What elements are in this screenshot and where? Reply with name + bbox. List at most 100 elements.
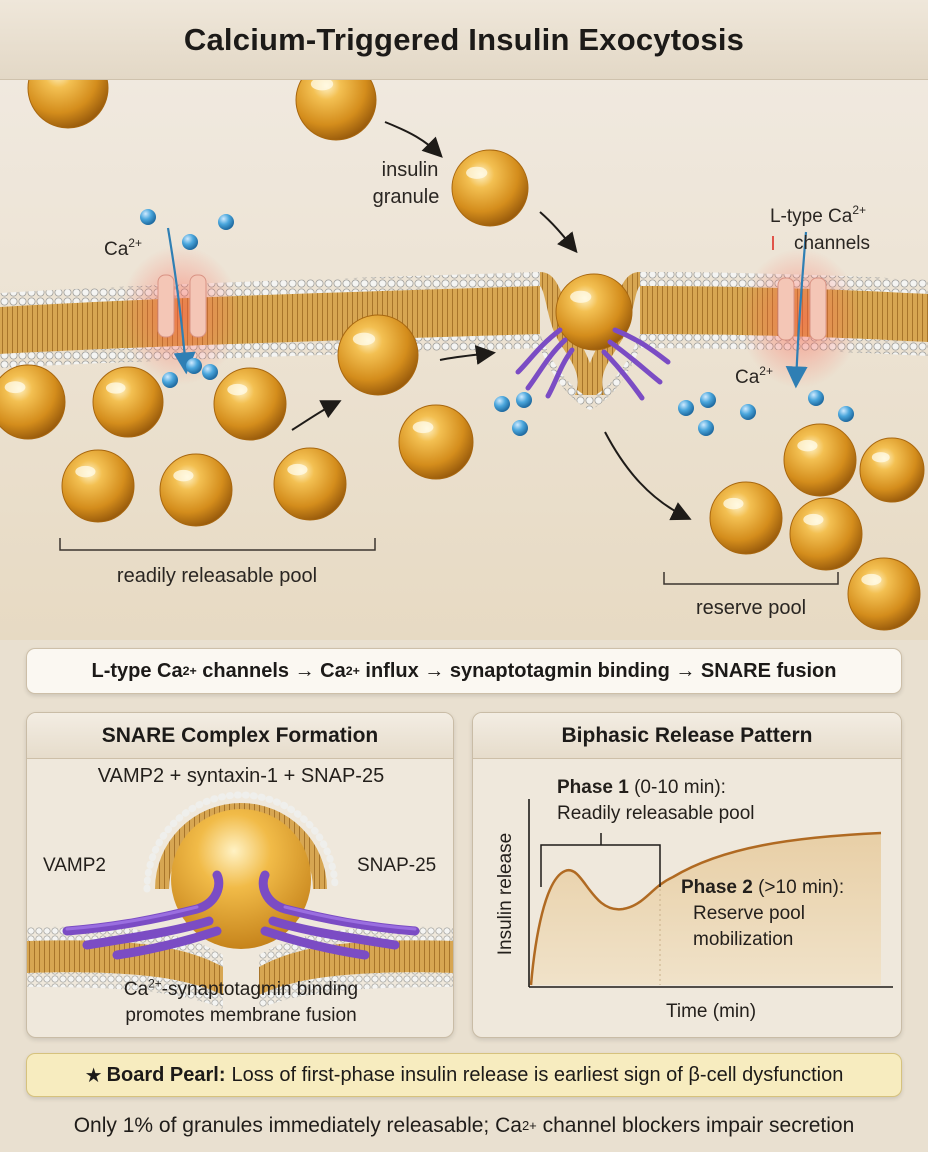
insulin-granule-label-line1: insulin <box>382 159 439 181</box>
footer-text-2: channel blockers impair secretion <box>536 1114 855 1137</box>
insulin-granule <box>92 366 164 438</box>
insulin-granule <box>709 481 783 555</box>
footer-text-1: Only 1% of granules immediately releasab… <box>73 1114 522 1137</box>
pathway-text-3: influx → synaptotagmin binding → SNARE f… <box>359 659 837 682</box>
granule-highlight <box>803 513 824 526</box>
calcium-ion <box>182 234 198 250</box>
granule-highlight <box>466 166 488 179</box>
biphasic-panel: Biphasic Release Pattern Phase 1 (0-10 m… <box>472 712 902 1038</box>
calcium-ion <box>218 214 234 230</box>
pathway-text-2: channels → Ca <box>196 659 346 682</box>
phase2-description-line2: mobilization <box>693 929 794 950</box>
granule-highlight <box>105 382 126 394</box>
calcium-ion <box>494 396 510 412</box>
insulin-granule <box>847 557 921 631</box>
snare-subtitle: VAMP2 + syntaxin-1 + SNAP-25 <box>97 765 385 787</box>
ca-influx-arrow-right <box>785 231 808 389</box>
insulin-granule <box>555 273 633 351</box>
granule-highlight <box>352 332 376 346</box>
insulin-granule <box>295 80 377 141</box>
insulin-granule <box>213 367 287 441</box>
insulin-granule <box>273 447 347 521</box>
reserve-pool-label: reserve pool <box>696 597 806 619</box>
granule-highlight <box>227 383 248 396</box>
phase1-description: Readily releasable pool <box>557 803 755 824</box>
snap25-label: SNAP-25 <box>357 855 437 876</box>
calcium-ions <box>140 209 854 436</box>
release-curve <box>529 831 882 986</box>
phase2-heading: Phase 2 (>10 min): <box>681 877 844 899</box>
calcium-ion <box>202 364 218 380</box>
snare-panel-title: SNARE Complex Formation <box>27 713 453 759</box>
pearl-heading: Board Pearl: <box>106 1063 226 1086</box>
pathway-text-1: L-type Ca <box>91 659 183 682</box>
biphasic-panel-title: Biphasic Release Pattern <box>473 713 901 759</box>
exocytosis-scene: Ca2+ Ca2+ insulin granule L-type Ca2+ ch… <box>0 80 928 640</box>
insulin-granule <box>783 423 857 497</box>
vamp2-label: VAMP2 <box>43 855 107 876</box>
insulin-granule <box>859 437 925 503</box>
phase1-rest: (0-10 min): <box>628 777 726 798</box>
granule-highlight <box>310 80 334 91</box>
calcium-ion <box>740 404 756 420</box>
phase1-heading: Phase 1 (0-10 min): <box>557 777 726 799</box>
caption-ca: Ca <box>123 979 149 1000</box>
phase2-rest: (>10 min): <box>752 877 845 898</box>
granule-highlight <box>287 463 308 476</box>
readily-releasable-pool-label: readily releasable pool <box>117 565 317 587</box>
snare-caption-line2: promotes membrane fusion <box>125 1005 357 1026</box>
phase2-description-line1: Reserve pool <box>693 903 805 924</box>
calcium-ion <box>838 406 854 422</box>
phase2-bold: Phase 2 <box>681 877 753 898</box>
snare-illustration <box>27 791 453 1009</box>
ca-label-left: Ca2+ <box>104 236 142 260</box>
l-type-label-line1: L-type Ca2+ <box>770 203 866 227</box>
phase1-bold: Phase 1 <box>557 777 629 798</box>
granule-highlight <box>797 439 818 452</box>
granule-highlight <box>4 381 26 394</box>
snare-panel: SNARE Complex Formation VAMP2 + syntaxin… <box>26 712 454 1038</box>
insulin-granules <box>0 80 925 631</box>
snare-caption-line1: Ca2+-synaptotagmin binding <box>27 978 453 1001</box>
granule-highlight <box>173 469 194 482</box>
granule-highlight <box>723 497 744 510</box>
calcium-ion <box>700 392 716 408</box>
release-area <box>531 833 881 985</box>
granule-highlight <box>75 465 96 478</box>
calcium-ion <box>162 372 178 388</box>
insulin-granule <box>61 449 135 523</box>
calcium-ion <box>186 358 202 374</box>
insulin-granule <box>451 149 529 227</box>
x-axis-label: Time (min) <box>665 1001 757 1022</box>
caption-rest: -synaptotagmin binding <box>161 979 359 1000</box>
board-pearl: ★ Board Pearl: Loss of first-phase insul… <box>26 1053 902 1097</box>
title-bar: Calcium-Triggered Insulin Exocytosis <box>0 0 928 80</box>
readily-releasable-bracket <box>59 538 376 551</box>
l-type-label-line2: channels <box>794 233 870 254</box>
y-axis-label: Insulin release <box>495 832 516 956</box>
footer-note: Only 1% of granules immediately releasab… <box>73 1114 855 1137</box>
calcium-ion <box>698 420 714 436</box>
ca-influx-arrow-left <box>166 227 196 375</box>
insulin-granule <box>789 497 863 571</box>
pearl-text: Loss of first-phase insulin release is e… <box>231 1063 844 1086</box>
star-icon: ★ <box>84 1064 103 1087</box>
granule-highlight <box>570 290 592 303</box>
insulin-granule-label-line2: granule <box>373 186 440 208</box>
insulin-granule <box>337 314 419 396</box>
biphasic-chart <box>528 799 893 988</box>
insulin-granule <box>398 404 474 480</box>
insulin-granule <box>27 80 109 129</box>
insulin-granule <box>159 453 233 527</box>
calcium-ion <box>678 400 694 416</box>
granule-highlight <box>412 421 434 434</box>
snare-proteins-fusion-site <box>515 327 671 401</box>
calcium-ion <box>512 420 528 436</box>
granule-highlight <box>861 573 882 586</box>
page-title: Calcium-Triggered Insulin Exocytosis <box>183 21 745 57</box>
calcium-ion <box>516 392 532 408</box>
calcium-ion <box>808 390 824 406</box>
granule-highlight <box>871 452 890 463</box>
flow-arrows <box>291 121 692 521</box>
